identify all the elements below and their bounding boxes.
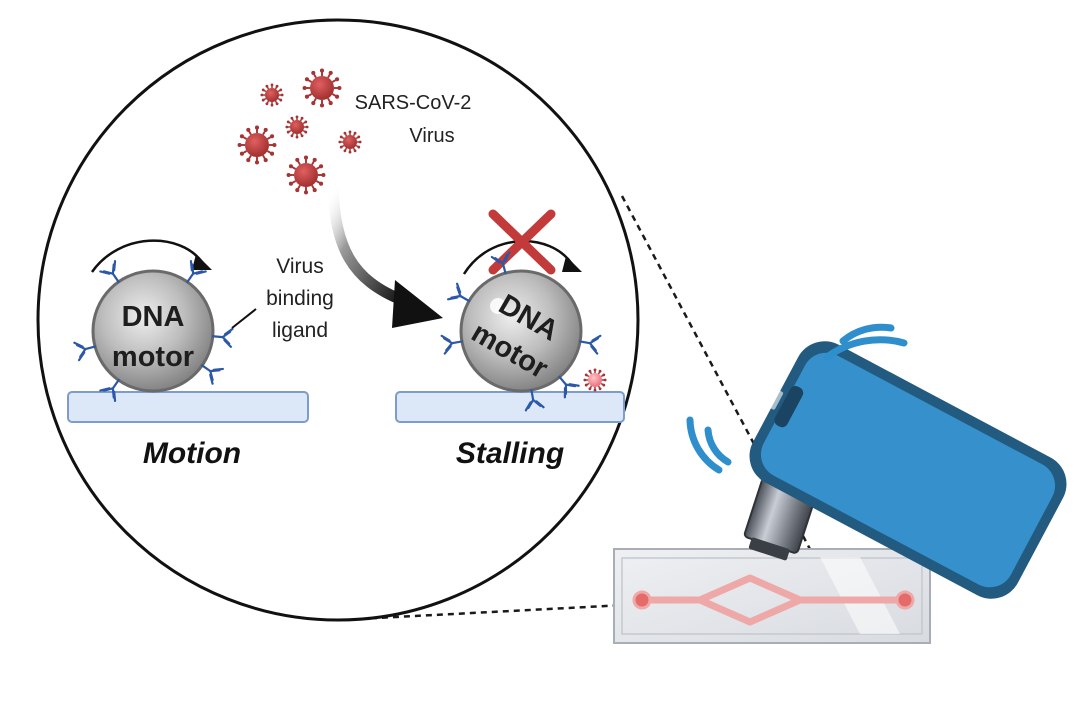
- antibody-icon: [440, 334, 464, 355]
- surface-left: [67, 391, 309, 423]
- antibody-icon: [99, 379, 120, 402]
- surface-right: [395, 391, 625, 423]
- virus-particle-icon: [302, 68, 342, 108]
- outlet-port: [895, 590, 915, 610]
- state-label-motion: Motion: [143, 437, 241, 470]
- magnification-circle: [36, 18, 640, 622]
- antibody-icon: [524, 388, 545, 412]
- microchannel: [642, 574, 900, 626]
- ligand-pointer: [231, 308, 257, 329]
- antibody-icon: [99, 260, 120, 283]
- bound-virus-icon: [583, 368, 607, 392]
- antibodies-right: [440, 251, 602, 412]
- dna-motor-left: [91, 269, 215, 393]
- smartphone: [743, 341, 1067, 599]
- antibody-icon: [201, 364, 224, 385]
- antibody-icon: [73, 341, 97, 362]
- virus-particle-icon: [237, 125, 277, 165]
- ligand-label-line2: binding: [266, 287, 334, 310]
- rotation-arrow-left: [90, 239, 212, 273]
- cross-mark-icon: [488, 209, 556, 275]
- motor-highlight: [490, 298, 506, 314]
- virus-label-line1: SARS-CoV-2: [355, 92, 472, 114]
- bound-virus: [583, 368, 607, 392]
- phone-screen: [760, 352, 1056, 588]
- virus-label-line2: Virus: [409, 125, 454, 147]
- motor-left-line2: motor: [112, 341, 194, 373]
- antibody-icon: [211, 327, 234, 348]
- antibodies-left: [73, 260, 234, 402]
- virus-particle-icon: [338, 130, 362, 154]
- virus-particle-icon: [286, 155, 326, 195]
- motor-left-line1: DNA: [122, 301, 185, 333]
- state-label-stalling: Stalling: [456, 437, 564, 470]
- antibody-icon: [446, 282, 471, 303]
- dna-motor-right: [459, 269, 583, 393]
- ligand-label-line1: Virus: [276, 255, 323, 278]
- binding-arrow: [327, 180, 443, 328]
- virus-particle-icon: [285, 115, 309, 139]
- virus-particle-icon: [260, 83, 284, 107]
- inlet-port: [632, 590, 652, 610]
- antibody-icon: [558, 375, 580, 399]
- antibody-icon: [578, 334, 602, 355]
- wireless-signal-icon: [686, 323, 908, 474]
- antibody-icon: [186, 260, 207, 283]
- antibody-icon: [490, 251, 511, 275]
- virus-cluster: [237, 68, 362, 195]
- ligand-label-line3: ligand: [272, 319, 328, 342]
- microfluidic-chip: [613, 548, 931, 644]
